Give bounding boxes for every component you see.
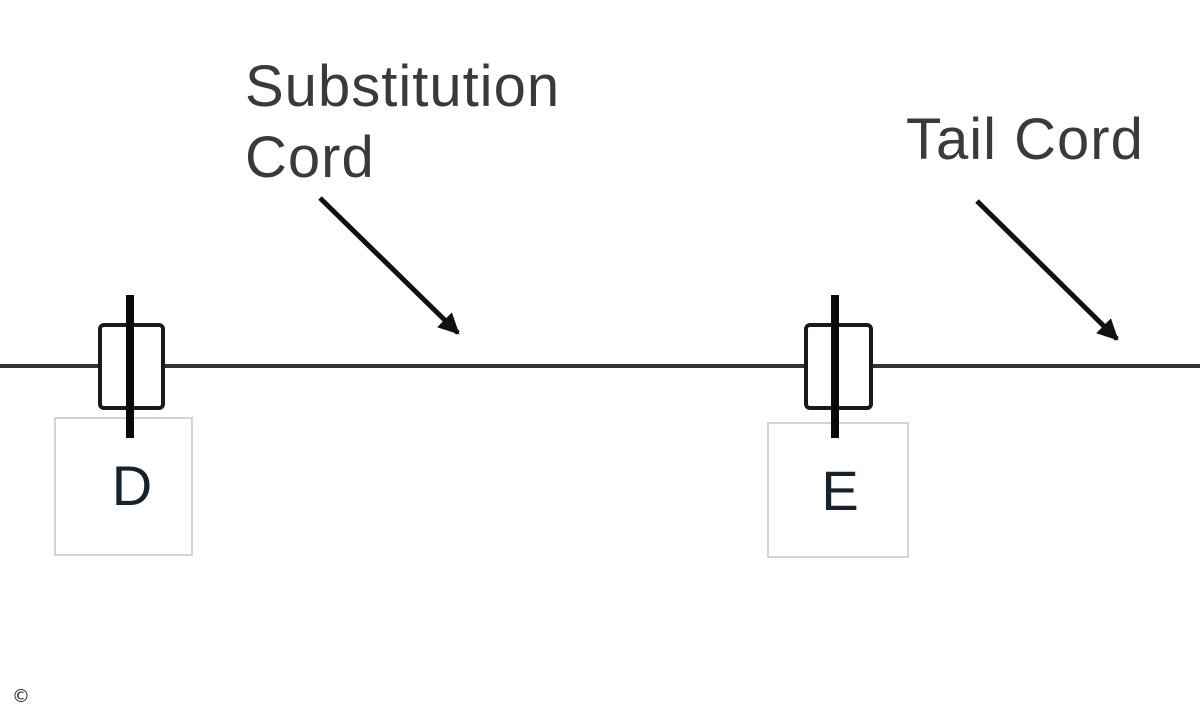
substitution-cord-label: Substitution Cord (245, 54, 577, 190)
tail-cord-arrow (975, 199, 1119, 341)
substitution-cord-arrow (318, 196, 460, 335)
substitution-cord-label-line2: Cord (245, 125, 375, 190)
connector-d (98, 295, 165, 438)
marker-letter-d: D (112, 454, 152, 517)
tail-cord-label: Tail Cord (906, 107, 1144, 172)
connector-e (804, 295, 873, 438)
marker-box-d (54, 417, 193, 556)
copyright-symbol: © (12, 686, 30, 707)
marker-box-e (767, 422, 909, 558)
marker-letter-e: E (821, 459, 858, 522)
substitution-cord-label-line1: Substitution (245, 54, 560, 119)
